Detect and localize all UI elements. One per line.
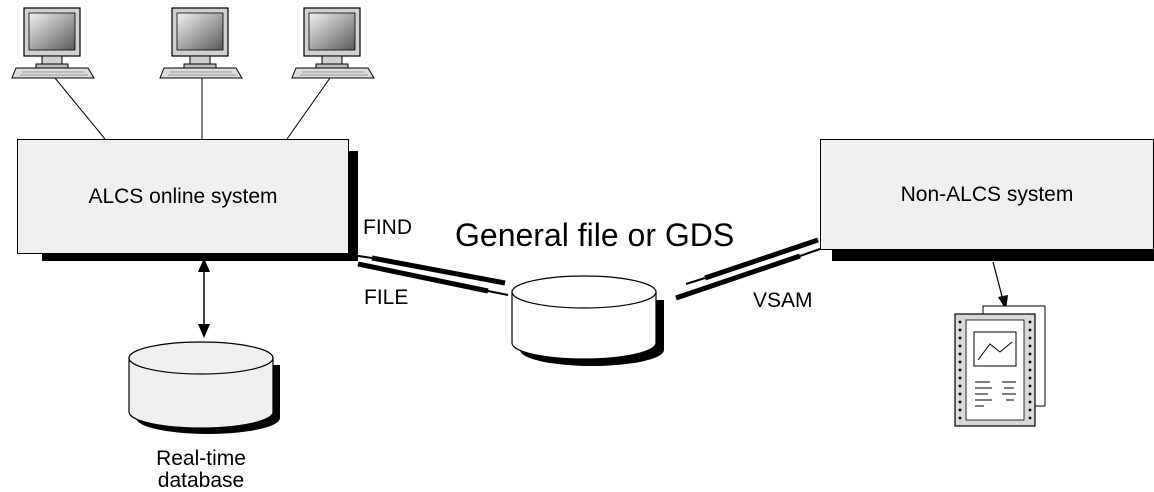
database-cylinder-icon [128,341,280,434]
find-label: FIND [363,216,412,239]
report-arrow [992,261,1008,310]
vsam-to-file-arrow [685,237,819,285]
terminal-2 [159,7,243,79]
monitor-icon [291,7,375,79]
non-alcs-system-label: Non-ALCS system [900,182,1074,206]
non-alcs-system-box: Non-ALCS system [820,139,1154,250]
vsam-arrows [675,237,821,301]
file-label: FILE [364,286,409,309]
monitor-icon [11,7,95,79]
alcs-db-arrow [198,258,210,338]
database-cylinder-icon [511,275,664,366]
vsam-from-file-arrow [675,248,821,301]
realtime-db-label: Real-time database [110,448,292,492]
monitor-icon [159,7,243,79]
realtime-db-label-line1: Real-time [156,447,246,470]
file-arrow [357,261,509,296]
report-document-icon [954,305,1046,427]
alcs-system-box: ALCS online system [17,139,349,254]
terminal-3 [291,7,375,79]
general-file-label: General file or GDS [455,217,735,253]
terminal-1 [11,7,95,79]
terminal-connections [54,77,331,140]
realtime-db-label-line2: database [157,469,245,492]
vsam-label: VSAM [753,289,813,312]
alcs-system-label: ALCS online system [88,184,278,208]
